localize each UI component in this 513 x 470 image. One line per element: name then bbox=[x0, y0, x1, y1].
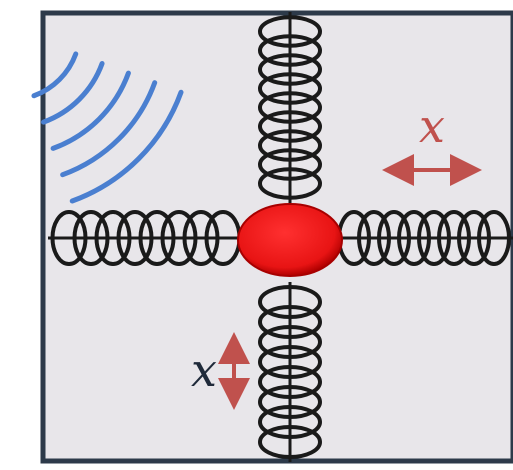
spring-top-coil-loop bbox=[258, 15, 322, 48]
spring-top-coil-loop bbox=[258, 167, 322, 200]
wave-arcs bbox=[31, 51, 184, 204]
spring-bottom-coil-loop bbox=[258, 325, 322, 359]
spring-top bbox=[258, 12, 322, 203]
spring-left-coil-loop bbox=[72, 210, 110, 266]
wave-arc bbox=[31, 51, 79, 99]
wave-arc bbox=[41, 61, 105, 125]
spring-bottom-coil-loop bbox=[258, 305, 322, 339]
spring-left-coil-loop bbox=[160, 210, 198, 266]
spring-left-coil-loop bbox=[94, 210, 132, 266]
spring-right-coil-loop bbox=[457, 210, 491, 266]
spring-right-coil-loop bbox=[417, 210, 451, 266]
spring-right-coil-loop bbox=[477, 210, 511, 266]
wave-arc bbox=[50, 70, 131, 151]
spring-bottom-coil-loop bbox=[258, 365, 322, 399]
spring-right-coil-loop bbox=[377, 210, 411, 266]
spring-top-coil-loop bbox=[258, 129, 322, 162]
spring-right-coil-loop bbox=[357, 210, 391, 266]
spring-left-coil-loop bbox=[138, 210, 176, 266]
spring-top-coil-loop bbox=[258, 34, 322, 67]
mass-ball bbox=[237, 203, 343, 277]
spring-bottom-coil-loop bbox=[258, 405, 322, 439]
spring-left bbox=[48, 210, 244, 266]
spring-top-coil-loop bbox=[258, 91, 322, 124]
spring-top-coil-loop bbox=[258, 110, 322, 143]
spring-bottom bbox=[258, 282, 322, 462]
spring-right bbox=[334, 210, 513, 266]
wave-arc bbox=[60, 80, 158, 178]
spring-top-coil-loop bbox=[258, 53, 322, 86]
spring-right-coil-loop bbox=[397, 210, 431, 266]
spring-left-coil-loop bbox=[50, 210, 88, 266]
spring-right-coil-loop bbox=[437, 210, 471, 266]
spring-bottom-coil-loop bbox=[258, 285, 322, 319]
spring-left-coil-loop bbox=[116, 210, 154, 266]
spring-top-coil-loop bbox=[258, 72, 322, 105]
spring-bottom-coil-loop bbox=[258, 385, 322, 419]
horizontal-displacement-label: x bbox=[419, 99, 445, 153]
spring-bottom-coil-loop bbox=[258, 345, 322, 379]
vertical-displacement-label: x bbox=[191, 343, 217, 397]
spring-bottom-coil-loop bbox=[258, 425, 322, 459]
spring-left-coil-loop bbox=[182, 210, 220, 266]
spring-top-coil-loop bbox=[258, 148, 322, 181]
wave-arc bbox=[69, 89, 184, 204]
